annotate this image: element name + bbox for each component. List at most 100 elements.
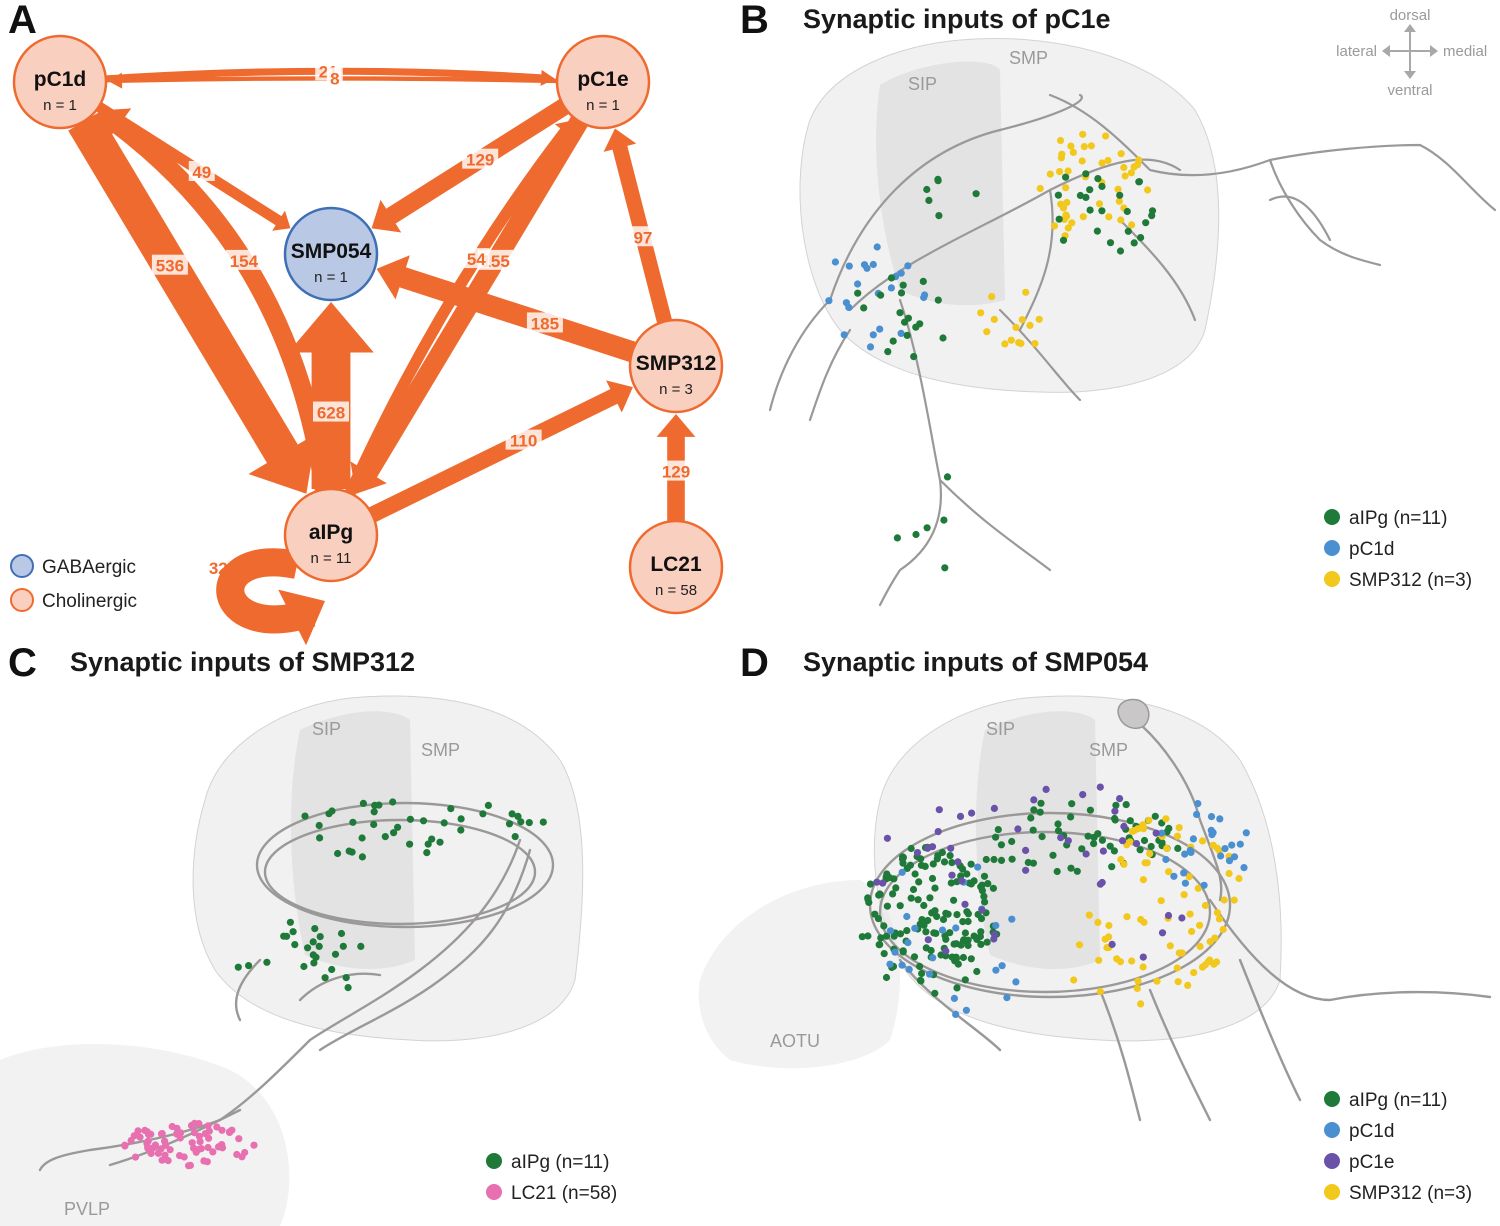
synapse-dot-alpg: [959, 953, 968, 962]
synapse-dot-smp312: [1215, 915, 1223, 923]
synapse-dot-alpg: [1098, 182, 1106, 190]
synapse-dot-lc21: [144, 1143, 152, 1151]
synapse-dot-smp312: [1173, 964, 1181, 972]
synapse-dot-alpg: [992, 833, 1000, 841]
synapse-dot-alpg: [1111, 816, 1119, 824]
edge-weight-label: 129: [662, 463, 690, 482]
synapse-dot-alpg: [359, 799, 367, 808]
synapse-dot-alpg: [930, 929, 938, 937]
synapse-dot-lc21: [161, 1137, 169, 1145]
synapse-dot-alpg: [947, 879, 955, 887]
synapse-dot-lc21: [136, 1133, 144, 1141]
synapse-dot-smp312: [1012, 323, 1020, 331]
legend-d-swatch-pc1e: [1324, 1153, 1340, 1169]
synapse-dot-pc1d: [886, 960, 894, 968]
synapse-dot-pc1e: [990, 804, 999, 813]
edge-weight-label: 8: [330, 69, 339, 88]
region-label-smp: SMP: [1089, 740, 1128, 760]
synapse-dot-alpg: [882, 932, 891, 940]
synapse-dot-alpg: [505, 820, 514, 828]
legend-b: aIPg (n=11) pC1d SMP312 (n=3): [1324, 508, 1472, 591]
synapse-dot-alpg: [977, 928, 985, 936]
synapse-dot-pc1d: [1162, 855, 1170, 864]
synapse-dot-smp312: [1078, 157, 1086, 165]
synapse-dot-alpg: [344, 984, 352, 992]
node-count: n = 11: [310, 550, 351, 567]
node-label: SMP312: [636, 352, 717, 375]
node-count: n = 1: [43, 97, 77, 114]
synapse-dot-smp312: [1209, 841, 1217, 849]
synapse-dot-pc1d: [926, 970, 934, 978]
legend-d-label-pc1e: pC1e: [1349, 1152, 1394, 1173]
synapse-dot-pc1d: [1207, 813, 1216, 821]
synapse-dot-alpg: [1110, 847, 1118, 855]
synapse-dot-pc1d: [1236, 840, 1244, 848]
edge-weight-label: 129: [466, 151, 494, 170]
synapse-dot-alpg: [406, 840, 414, 848]
synapse-dot-smp312: [1096, 987, 1104, 996]
synapse-dot-lc21: [164, 1157, 172, 1165]
legend-c-label-alpg: aIPg (n=11): [511, 1152, 609, 1173]
edge-weight-label-bg: [462, 148, 499, 169]
synapse-dot-smp312: [1145, 816, 1153, 824]
synapse-dot-smp312: [1128, 957, 1136, 965]
edge-smp312-to-smp054: [394, 265, 636, 362]
synapse-dot-alpg: [423, 849, 431, 857]
edge-arrowhead-pc1e-to-smp054: [371, 199, 402, 233]
synapse-dot-pc1d: [1158, 829, 1166, 837]
synapse-dot-alpg: [1116, 247, 1125, 255]
synapse-dot-pc1d: [1240, 864, 1248, 872]
edge-weight-label: 329: [209, 559, 237, 578]
legend-b-swatch-pc1d: [1324, 540, 1340, 556]
synapse-dot-lc21: [213, 1123, 221, 1131]
synapse-dot-alpg: [457, 815, 465, 823]
synapse-dot-alpg: [885, 874, 894, 882]
synapse-dot-pc1d: [897, 329, 905, 337]
synapse-dot-lc21: [205, 1134, 213, 1142]
neuropil-aotu-shape: [698, 880, 900, 1069]
synapse-dot-pc1d: [854, 280, 862, 288]
edge-weight-label: 154: [230, 252, 259, 271]
synapse-dot-smp312: [1185, 873, 1193, 881]
synapse-dot-alpg: [390, 829, 398, 837]
synapse-dot-alpg: [325, 810, 333, 818]
synapse-dot-alpg: [933, 912, 941, 921]
synapse-dot-smp312: [1196, 921, 1204, 929]
synapse-dot-alpg: [896, 309, 904, 317]
synapse-dot-smp312: [1064, 167, 1072, 175]
node-circle: [283, 206, 379, 302]
synapse-dot-alpg: [424, 840, 432, 848]
synapse-dot-smp312: [983, 328, 991, 336]
synapse-dot-smp312: [1079, 130, 1087, 138]
synapse-dot-alpg: [880, 922, 888, 930]
synapse-dot-pc1e: [958, 877, 966, 885]
synapse-dot-alpg: [926, 894, 934, 902]
synapse-dot-alpg: [1082, 170, 1090, 178]
node-label: SMP054: [291, 240, 372, 263]
synapse-dot-pc1d: [1228, 841, 1236, 849]
synapse-dot-alpg: [312, 953, 320, 961]
synapse-dot-pc1d: [860, 261, 869, 269]
synapse-dot-alpg: [931, 989, 939, 997]
synapse-dot-pc1d: [1225, 857, 1234, 865]
synapse-dot-smp312: [1198, 837, 1207, 845]
synapse-dot-lc21: [158, 1156, 166, 1164]
legend-cholinergic-swatch: [10, 588, 34, 612]
synapse-dot-pc1d: [898, 961, 906, 969]
synapse-dot-alpg: [291, 941, 299, 949]
node-count: n = 3: [659, 381, 693, 398]
synapse-dot-alpg: [858, 933, 866, 941]
synapse-dot-alpg: [961, 976, 969, 984]
synapse-dot-alpg: [897, 289, 906, 297]
synapse-dot-alpg: [883, 902, 892, 910]
synapse-dot-smp312: [1087, 142, 1095, 150]
edge-weight-label-bg: [629, 226, 656, 247]
edge-weight-label-bg: [326, 67, 343, 88]
synapse-dot-alpg: [950, 940, 958, 948]
edge-arrowhead-lc21-to-smp312: [656, 414, 696, 437]
edge-weight-label: 536: [156, 257, 184, 276]
synapse-dot-alpg: [921, 862, 929, 871]
synapse-dot-alpg: [1030, 806, 1038, 814]
smp054-cell-body: [1117, 698, 1150, 730]
